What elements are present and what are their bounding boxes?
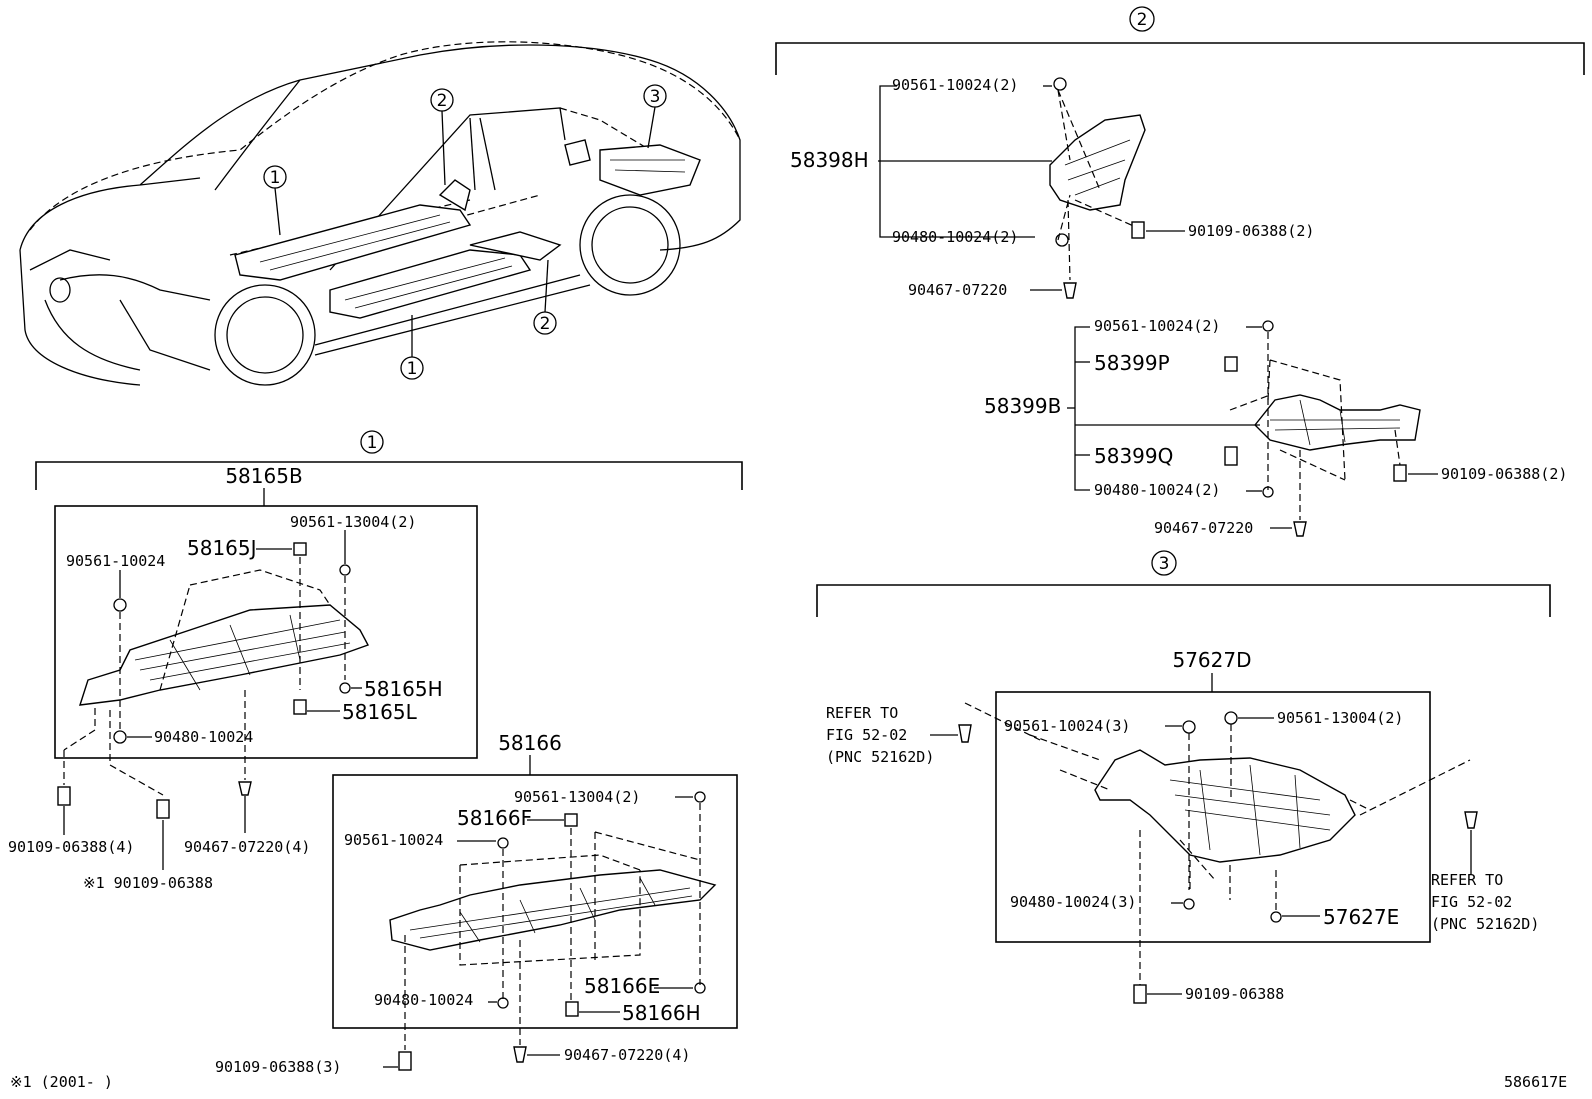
label-90561-13004-2: 90561-13004(2) <box>290 513 416 531</box>
label-note1-90109-06388: ※1 90109-06388 <box>83 874 213 892</box>
label-90480-10024-3: 90480-10024(3) <box>1010 893 1136 911</box>
label-90480-10024-2-b: 90480-10024(2) <box>1094 481 1220 499</box>
callout-3: 3 <box>650 87 661 107</box>
label-90109-06388-4: 90109-06388(4) <box>8 838 134 856</box>
refer-right-line2: FIG 52-02 <box>1431 893 1512 911</box>
label-57627E: 57627E <box>1323 905 1399 929</box>
callout-2-bottom: 2 <box>540 314 551 334</box>
diagram-code: 586617E <box>1504 1073 1567 1091</box>
footnote: ※1 (2001- ) <box>10 1073 113 1091</box>
label-90561-10024-b: 90561-10024 <box>344 831 443 849</box>
label-58166E: 58166E <box>584 974 660 998</box>
assembly-57627D: 57627D <box>1172 648 1251 672</box>
section-2-callout: 2 <box>1137 10 1148 30</box>
label-90561-13004-2-b: 90561-13004(2) <box>514 788 640 806</box>
refer-right-line1: REFER TO <box>1431 871 1503 889</box>
label-90561-10024-3: 90561-10024(3) <box>1004 717 1130 735</box>
label-90480-10024: 90480-10024 <box>154 728 253 746</box>
car-overview: 1 2 3 2 1 <box>19 41 741 386</box>
label-90561-13004-2-c: 90561-13004(2) <box>1277 709 1403 727</box>
label-90467-07220-4-b: 90467-07220(4) <box>564 1046 690 1064</box>
refer-left-line3: (PNC 52162D) <box>826 748 934 766</box>
label-90561-10024: 90561-10024 <box>66 552 165 570</box>
refer-right-line3: (PNC 52162D) <box>1431 915 1539 933</box>
label-58399B: 58399B <box>984 394 1061 418</box>
callout-1-top: 1 <box>270 168 281 188</box>
part-58166: 58166 <box>498 731 562 755</box>
section-3-callout: 3 <box>1159 554 1170 574</box>
refer-left-line2: FIG 52-02 <box>826 726 907 744</box>
section-1-callout: 1 <box>367 433 378 453</box>
label-90467-07220-4: 90467-07220(4) <box>184 838 310 856</box>
label-58166F: 58166F <box>457 806 532 830</box>
label-90480-10024-2: 90480-10024(2) <box>892 228 1018 246</box>
label-58165L: 58165L <box>342 700 418 724</box>
label-90109-06388-c: 90109-06388 <box>1185 985 1284 1003</box>
assembly-58165B: 58165B <box>225 464 302 488</box>
label-58399Q: 58399Q <box>1094 444 1173 468</box>
label-58165J: 58165J <box>187 536 257 560</box>
section-2: 2 58398H 90561-10024(2) 90480-10024(2) 9… <box>775 6 1585 537</box>
label-90467-07220-b: 90467-07220 <box>1154 519 1253 537</box>
label-90561-10024-2-b: 90561-10024(2) <box>1094 317 1220 335</box>
label-90480-10024-b: 90480-10024 <box>374 991 473 1009</box>
label-90109-06388-3: 90109-06388(3) <box>215 1058 341 1076</box>
label-90467-07220: 90467-07220 <box>908 281 1007 299</box>
label-90109-06388-2-b: 90109-06388(2) <box>1441 465 1567 483</box>
section-1: 1 58165B 90561-10024 58165J 90561-13004(… <box>8 430 743 1076</box>
label-58399P: 58399P <box>1094 351 1170 375</box>
callout-2-top: 2 <box>437 91 448 111</box>
refer-left-line1: REFER TO <box>826 704 898 722</box>
section-3: 3 57627D 90561-10024(3) 90561-13004(2) 9… <box>816 550 1551 1004</box>
label-58398H: 58398H <box>790 148 869 172</box>
label-90561-10024-2: 90561-10024(2) <box>892 76 1018 94</box>
callout-1-bottom: 1 <box>407 359 418 379</box>
label-58165H: 58165H <box>364 677 443 701</box>
label-90109-06388-2: 90109-06388(2) <box>1188 222 1314 240</box>
label-58166H: 58166H <box>622 1001 701 1025</box>
